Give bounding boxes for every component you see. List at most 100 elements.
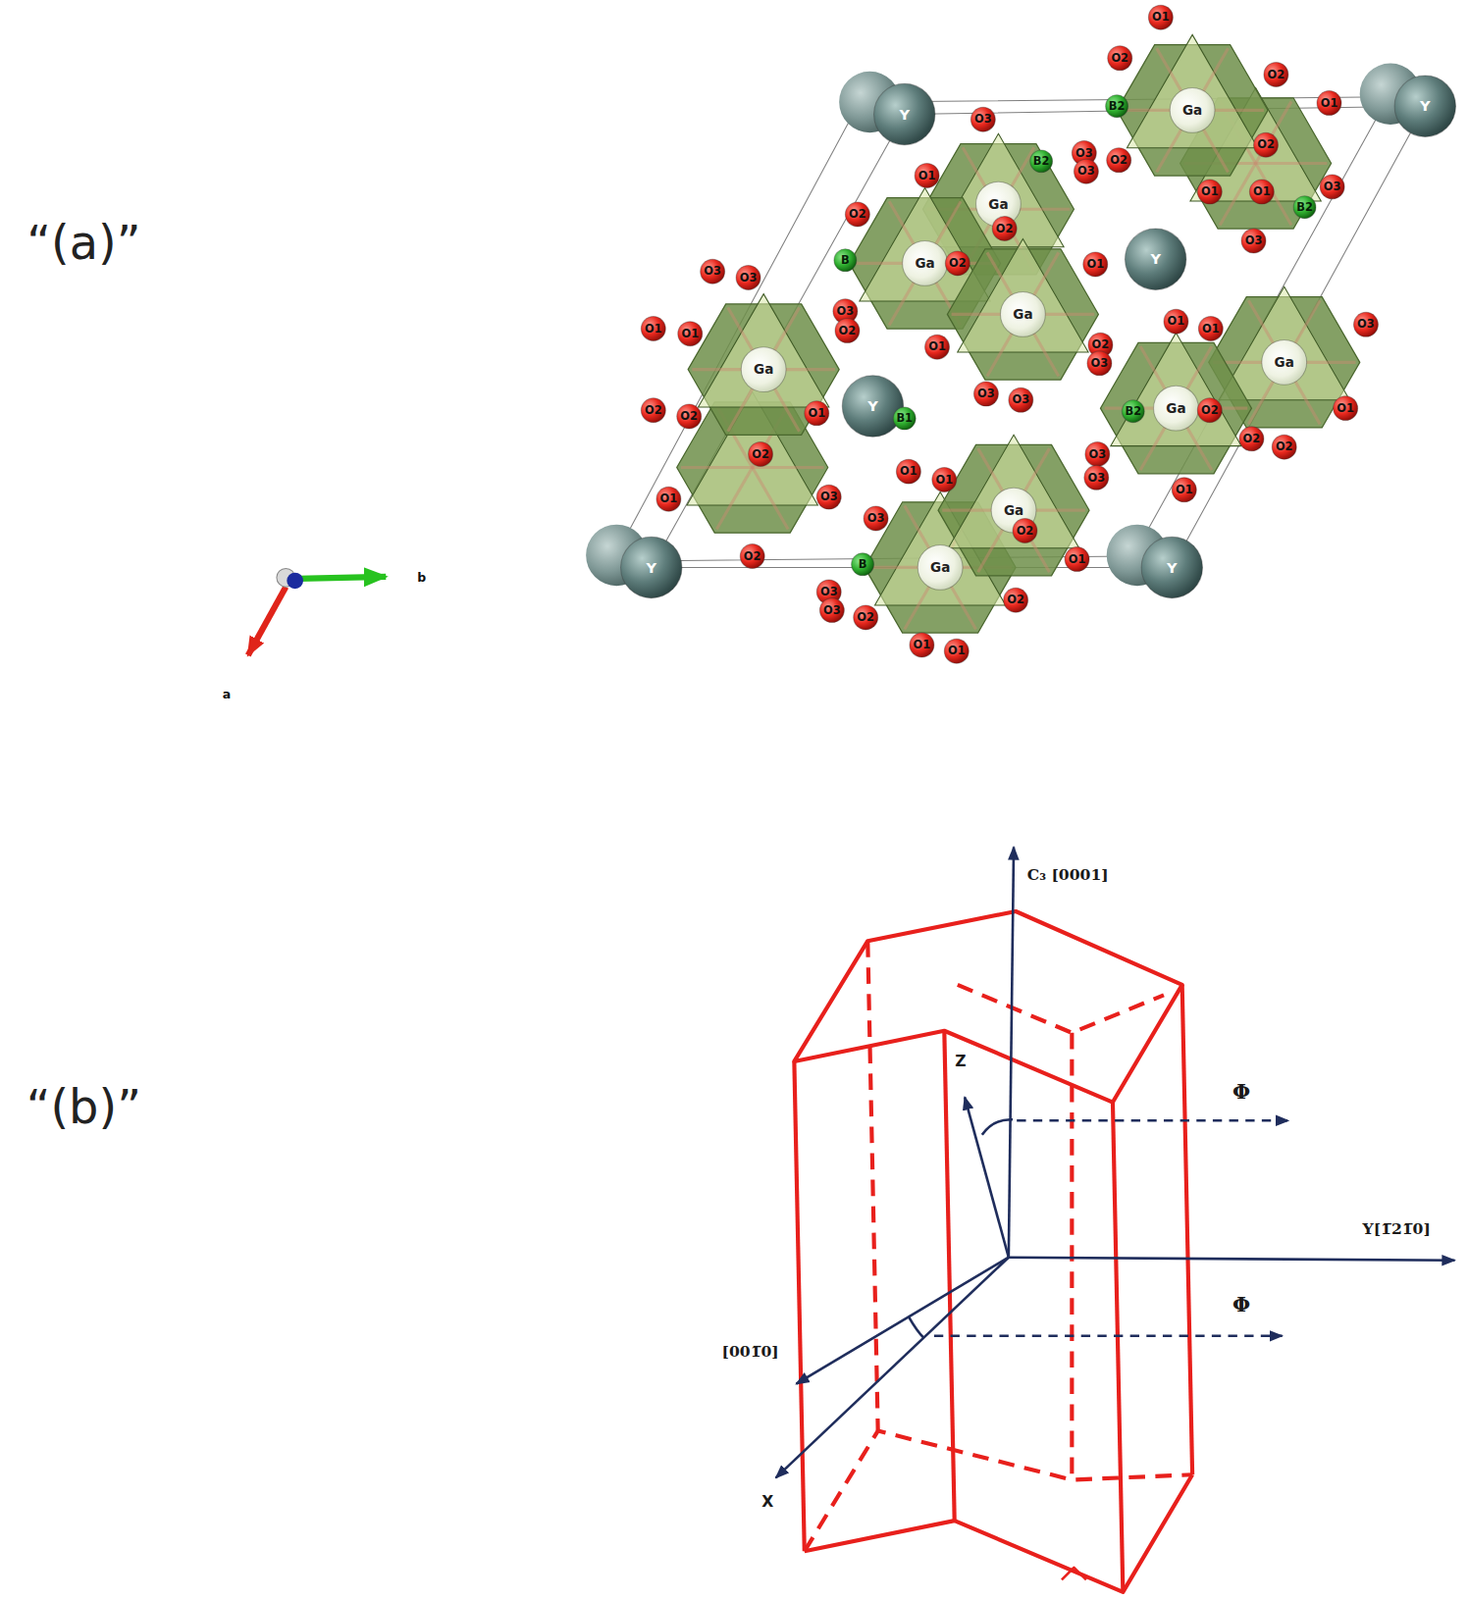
atom-sphere bbox=[895, 459, 921, 484]
atom-sphere bbox=[1083, 252, 1108, 277]
atom-sphere bbox=[1030, 150, 1053, 173]
atom-sphere bbox=[1163, 309, 1189, 334]
atom-label: O1 bbox=[1086, 259, 1104, 270]
atom-label: O1 bbox=[1320, 97, 1339, 108]
axis-label: b bbox=[417, 572, 426, 584]
atom-sphere bbox=[735, 264, 761, 290]
atom-sphere bbox=[1263, 61, 1289, 87]
axis-label: a bbox=[222, 687, 231, 700]
atoms bbox=[585, 4, 1456, 664]
atom-label: O2 bbox=[680, 411, 698, 422]
atom-sphere bbox=[844, 202, 870, 227]
axis-label: X bbox=[761, 1495, 774, 1512]
atom-sphere bbox=[1293, 196, 1316, 219]
atom-label: O1 bbox=[935, 473, 953, 485]
atom-sphere bbox=[835, 318, 860, 344]
atom-sphere bbox=[1084, 465, 1109, 490]
atom-label: O2 bbox=[751, 448, 770, 460]
octahedron bbox=[946, 238, 1099, 380]
atom-label: Ga bbox=[1274, 356, 1295, 370]
atom-sphere bbox=[932, 467, 957, 492]
atom-sphere bbox=[973, 381, 998, 407]
atom-sphere bbox=[1254, 132, 1279, 158]
atom-sphere bbox=[1169, 87, 1215, 133]
atom-sphere bbox=[925, 334, 950, 360]
atom-sphere bbox=[1106, 148, 1132, 173]
atom-label: Ga bbox=[1182, 104, 1203, 118]
atom-label: O3 bbox=[820, 586, 839, 598]
bond bbox=[716, 467, 752, 529]
atom-label: O3 bbox=[820, 491, 839, 503]
atom-label: O1 bbox=[1336, 402, 1355, 414]
atom-sphere bbox=[1249, 179, 1274, 205]
atom-label: O2 bbox=[1016, 524, 1035, 536]
atom-label: B bbox=[840, 255, 850, 266]
octahedron bbox=[1116, 34, 1268, 176]
atom-label: O2 bbox=[1110, 52, 1129, 64]
atom-label: O2 bbox=[1006, 594, 1025, 606]
atom-sphere bbox=[1073, 158, 1099, 184]
atom-label: Ga bbox=[1012, 308, 1033, 322]
atom-label: O3 bbox=[1011, 394, 1030, 406]
atom-sphere bbox=[1153, 385, 1200, 431]
atom-label: Y bbox=[1166, 560, 1178, 576]
atom-sphere bbox=[902, 241, 948, 287]
atom-label: Ga bbox=[930, 561, 950, 576]
atom-sphere bbox=[1319, 174, 1345, 200]
atom-label: O3 bbox=[703, 265, 722, 277]
atom-label: O1 bbox=[1152, 11, 1170, 23]
bond bbox=[752, 467, 788, 529]
atom-sphere bbox=[1064, 547, 1090, 573]
hexagonal-prism bbox=[793, 911, 1193, 1593]
octahedron bbox=[1100, 332, 1252, 474]
atom-label: O2 bbox=[1201, 404, 1219, 416]
atom-label: O3 bbox=[1357, 318, 1375, 330]
atom-sphere bbox=[909, 632, 935, 658]
atom-sphere bbox=[621, 536, 682, 598]
atom-sphere bbox=[1012, 518, 1038, 543]
axis-label: [001̅0] bbox=[722, 1345, 780, 1362]
angle-label: Φ bbox=[1232, 1082, 1251, 1103]
atom-sphere bbox=[678, 321, 703, 347]
atom-label: O1 bbox=[1167, 315, 1186, 327]
atom-label: Y bbox=[1419, 99, 1431, 114]
atom-label: O2 bbox=[1109, 155, 1128, 166]
atom-sphere bbox=[1087, 351, 1112, 376]
atom-sphere bbox=[656, 486, 682, 512]
atom-sphere bbox=[1271, 434, 1297, 460]
atom-sphere bbox=[914, 162, 940, 188]
atom-sphere bbox=[917, 545, 963, 591]
atom-sphere bbox=[1353, 312, 1378, 337]
atom-sphere bbox=[1239, 426, 1264, 452]
atom-label: O2 bbox=[1267, 68, 1286, 80]
axis-label: Y[1̅21̅0] bbox=[1362, 1222, 1430, 1239]
atom-label: O1 bbox=[918, 169, 937, 181]
atom-label: Y bbox=[1150, 252, 1161, 267]
atom-label: O2 bbox=[838, 324, 857, 336]
crystal-axes bbox=[776, 846, 1456, 1478]
atom-label: O1 bbox=[1253, 186, 1271, 198]
atom-label: Y bbox=[898, 106, 910, 122]
bond bbox=[681, 466, 753, 470]
octahedron bbox=[938, 434, 1090, 577]
atom-label: O3 bbox=[1075, 147, 1094, 158]
atom-sphere bbox=[1197, 179, 1222, 205]
atom-sphere bbox=[1105, 95, 1129, 118]
atom-sphere bbox=[1008, 387, 1034, 413]
atom-label: O1 bbox=[1202, 322, 1220, 334]
atom-label: Ga bbox=[1003, 503, 1024, 518]
atom-label: O3 bbox=[1077, 165, 1096, 177]
atom-label: O3 bbox=[1087, 471, 1105, 483]
atom-label: B2 bbox=[1108, 100, 1126, 111]
atom-label: O1 bbox=[681, 327, 699, 339]
atom-label: O2 bbox=[948, 258, 967, 269]
atom-label: O3 bbox=[1091, 358, 1109, 369]
atom-label: B2 bbox=[1296, 201, 1313, 212]
atom-label: O2 bbox=[1243, 433, 1261, 445]
atom-sphere bbox=[1394, 75, 1456, 137]
atom-sphere bbox=[841, 375, 903, 437]
octahedra bbox=[677, 34, 1361, 633]
atom-label: O2 bbox=[1257, 139, 1275, 151]
octahedron-face bbox=[1126, 34, 1258, 148]
atom-sphere bbox=[1198, 316, 1223, 342]
